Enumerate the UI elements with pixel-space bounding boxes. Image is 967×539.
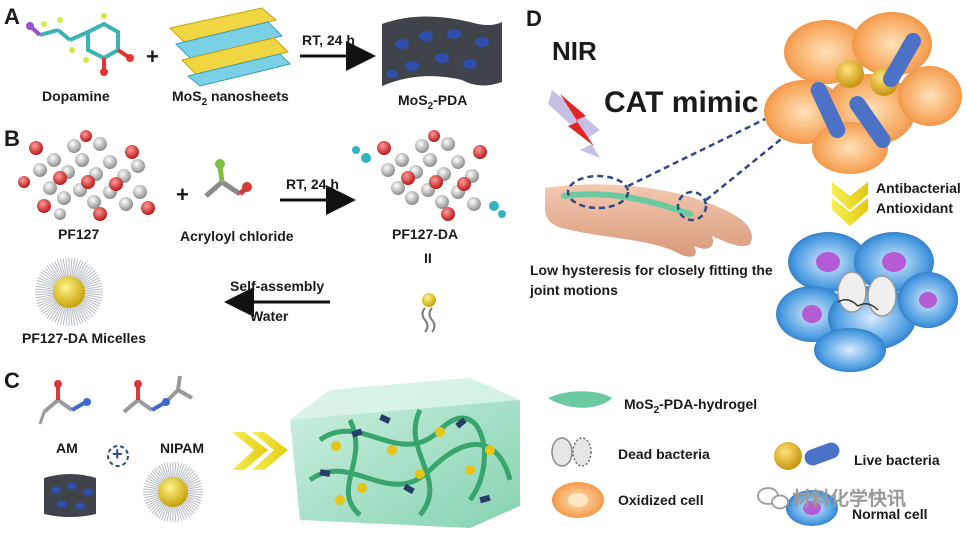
equivalence-symbol: II: [424, 250, 432, 266]
nir-label: NIR: [552, 36, 597, 66]
pf127-da-chain-icon: [421, 293, 436, 333]
legend-hydrogel-swatch-icon: [548, 391, 612, 408]
oxidized-cells-cluster-icon: [764, 12, 962, 174]
pf127-molecule-icon: [18, 130, 155, 221]
panel-c-label: C: [4, 368, 20, 393]
mos2-pda-sheet-small-icon: [44, 474, 96, 517]
panel-b-label: B: [4, 126, 20, 151]
chevron-arrow-icon: [232, 432, 288, 470]
water-label: Water: [250, 308, 289, 324]
panel-a-label: A: [4, 4, 20, 29]
acryloyl-chloride-label: Acryloyl chloride: [180, 228, 294, 244]
dopamine-molecule-icon: [26, 13, 134, 76]
legend-live-bacteria-icon: [774, 442, 840, 470]
self-assembly-label: Self-assembly: [230, 278, 325, 294]
am-label: AM: [56, 440, 78, 456]
panel-d-label: D: [526, 6, 542, 31]
legend-dead-bacteria-icon: [551, 437, 592, 467]
normal-cells-cluster-icon: [776, 232, 958, 372]
mos2-pda-label: MoS2-PDA: [398, 92, 468, 112]
plus-sign-b: +: [176, 182, 189, 207]
micelle-small-icon: [143, 462, 203, 522]
plus-circle-icon: [107, 445, 129, 467]
hand-with-hydrogel-icon: [545, 184, 752, 257]
watermark-text: 材料化学快讯: [792, 489, 907, 510]
pf127-da-label: PF127-DA: [392, 226, 459, 242]
legend-normal-cell-label: Normal cell: [852, 506, 928, 522]
wechat-watermark-icon: [757, 487, 789, 510]
legend-oxidized-cell-label: Oxidized cell: [618, 492, 704, 508]
transition-arrow-down-icon: [832, 182, 868, 226]
mos2-pda-sheet-icon: [382, 16, 502, 86]
plus-sign-a: +: [146, 44, 159, 69]
hydrogel-network-icon: [290, 378, 520, 528]
legend-oxidized-cell-icon: [552, 482, 604, 518]
cat-mimic-label: CAT mimic: [604, 86, 759, 119]
micelle-icon: [35, 258, 103, 326]
antibacterial-label: Antibacterial: [876, 180, 961, 196]
mos2-nanosheets-label: MoS2 nanosheets: [172, 88, 289, 108]
pf127-da-molecule-icon: [352, 130, 506, 221]
nipam-molecule-icon: [122, 375, 193, 414]
legend-normal-cell-icon: [786, 490, 838, 526]
pf127-label: PF127: [58, 226, 100, 242]
mos2-nanosheets-icon: [168, 7, 291, 87]
am-molecule-icon: [38, 380, 91, 425]
antioxidant-label: Antioxidant: [876, 200, 953, 216]
nir-lightning-icon: [548, 90, 600, 158]
condition-label-b: RT, 24 h: [286, 176, 339, 192]
legend-hydrogel-label: MoS2-PDA-hydrogel: [624, 396, 758, 416]
micelles-label: PF127-DA Micelles: [22, 330, 146, 346]
nipam-label: NIPAM: [160, 440, 205, 456]
legend-live-bacteria-label: Live bacteria: [854, 452, 940, 468]
hysteresis-label-line1: Low hysteresis for closely fitting the: [530, 262, 773, 278]
plus-sign-c: +: [112, 444, 123, 464]
condition-label-a: RT, 24 h: [302, 32, 355, 48]
legend-dead-bacteria-label: Dead bacteria: [618, 446, 710, 462]
dopamine-label: Dopamine: [42, 88, 110, 104]
hysteresis-label-line2: joint motions: [530, 282, 618, 298]
acryloyl-chloride-molecule-icon: [204, 159, 252, 198]
